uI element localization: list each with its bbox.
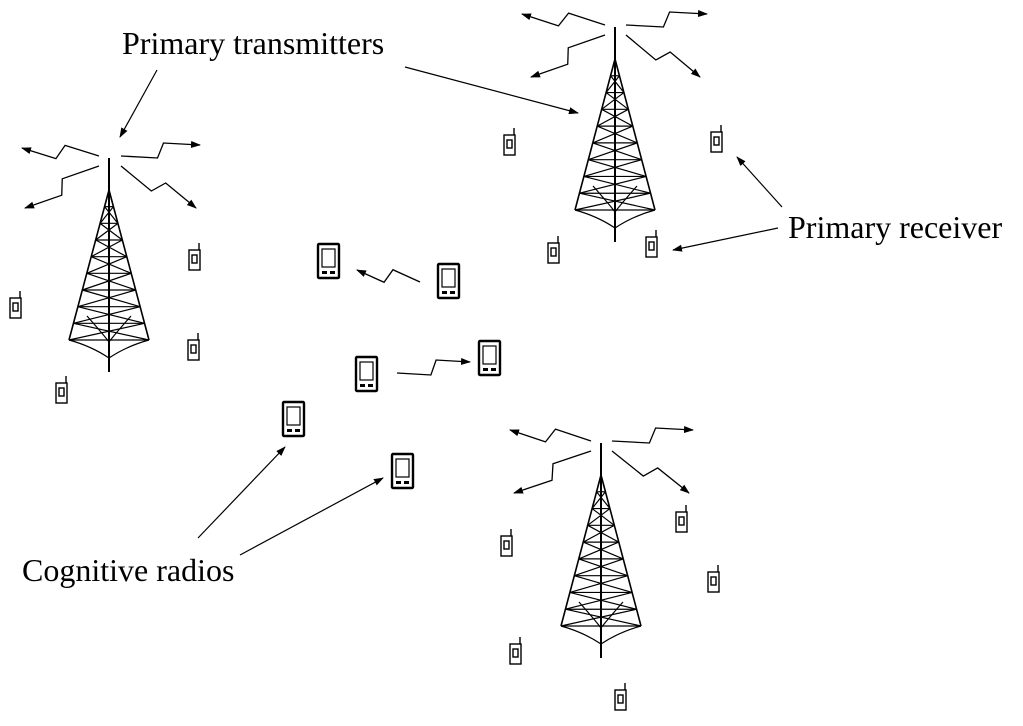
cognitive-radio-icon bbox=[316, 242, 341, 280]
primary-receiver-icon bbox=[547, 236, 560, 264]
lightning-arrow-icon bbox=[21, 144, 100, 160]
lightning-arrow-icon bbox=[120, 141, 201, 159]
cognitive-radios-label: Cognitive radios bbox=[22, 552, 235, 588]
lightning-arrow-icon bbox=[513, 450, 592, 494]
lightning-arrow-icon bbox=[24, 165, 100, 209]
lightning-group bbox=[21, 10, 708, 494]
pointer-arrow bbox=[736, 156, 783, 208]
primary-receiver-icon bbox=[645, 230, 658, 258]
primary-receiver-icon bbox=[500, 529, 513, 557]
tower-group bbox=[68, 27, 656, 658]
primary-receiver-icon bbox=[707, 565, 720, 593]
cognitive-radio-icon bbox=[281, 400, 306, 438]
cognitive-radio-group bbox=[281, 242, 502, 490]
cognitive-radio-icon bbox=[390, 452, 415, 490]
pointer-arrow bbox=[119, 69, 158, 138]
lightning-arrow-icon bbox=[120, 165, 197, 209]
pointer-arrow bbox=[672, 227, 779, 252]
primary-receiver-icon bbox=[675, 505, 688, 533]
lightning-arrow-icon bbox=[611, 450, 690, 494]
pointer-arrow bbox=[197, 446, 286, 539]
primary-receiver-icon bbox=[710, 125, 723, 153]
lightning-arrow-icon bbox=[509, 428, 592, 443]
lightning-arrow-icon bbox=[625, 10, 708, 28]
lightning-arrow-icon bbox=[530, 34, 606, 78]
primary-receiver-group bbox=[9, 125, 723, 711]
primary-receiver-icon bbox=[187, 333, 200, 361]
cognitive-radio-icon bbox=[354, 355, 379, 393]
pointer-arrow-group bbox=[119, 66, 783, 556]
primary-receiver-icon bbox=[614, 683, 627, 711]
primary-receiver-icon bbox=[509, 637, 522, 665]
lightning-arrow-icon bbox=[625, 34, 701, 78]
primary-receiver-icon bbox=[188, 243, 201, 271]
tower-icon bbox=[574, 27, 656, 242]
cognitive-radio-icon bbox=[436, 262, 461, 300]
lightning-arrow-icon bbox=[396, 357, 471, 376]
lightning-arrow-icon bbox=[521, 12, 606, 27]
lightning-arrow-icon bbox=[611, 426, 694, 444]
pointer-arrow bbox=[239, 477, 384, 556]
primary-receiver-icon bbox=[55, 376, 68, 404]
tower-icon bbox=[68, 158, 150, 372]
primary-transmitters-label: Primary transmitters bbox=[122, 25, 385, 61]
tower-icon bbox=[560, 443, 642, 658]
lightning-arrow-icon bbox=[356, 268, 421, 284]
primary-receiver-icon bbox=[503, 128, 516, 156]
cognitive-radio-icon bbox=[477, 339, 502, 377]
primary-receivers-label: Primary receiver bbox=[788, 209, 1003, 245]
primary-receiver-icon bbox=[9, 291, 22, 319]
pointer-arrow bbox=[404, 66, 579, 115]
